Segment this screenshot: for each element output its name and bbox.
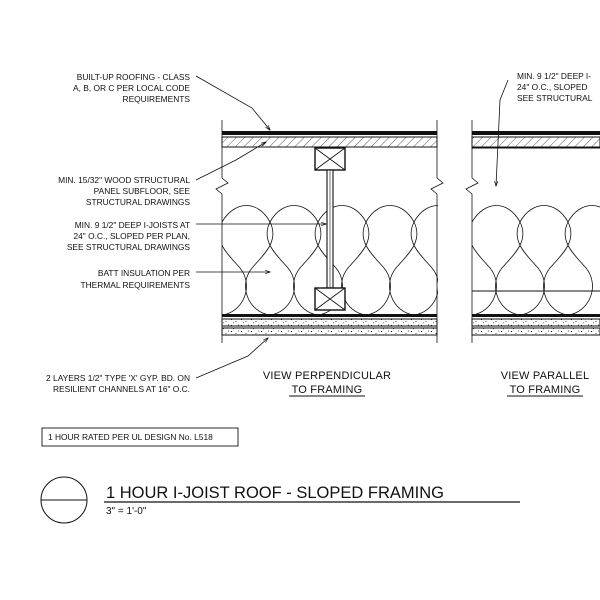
detail-title: 1 HOUR I-JOIST ROOF - SLOPED FRAMING [106, 484, 444, 502]
gypsum-board-layer-2-parallel [471, 327, 600, 336]
note-parallel-joists-line-3: SEE STRUCTURAL [517, 93, 593, 103]
note-gypsum-board: 2 LAYERS 1/2" TYPE 'X' GYP. BD. ON RESIL… [46, 373, 190, 394]
resilient-channel [222, 314, 437, 317]
break-line-parallel [465, 120, 479, 343]
resilient-channel-parallel [472, 314, 600, 317]
title-block: 1 HOUR I-JOIST ROOF - SLOPED FRAMING 3" … [40, 476, 520, 524]
view-perpendicular-line-2: TO FRAMING [292, 384, 363, 396]
subfloor-panel-parallel [471, 136, 600, 148]
note-batt-insulation: BATT INSULATION PER THERMAL REQUIREMENTS [80, 268, 190, 290]
rating-box-text: 1 HOUR RATED PER UL DESIGN No. L518 [48, 432, 213, 442]
section-perpendicular [215, 120, 444, 343]
note-roofing-line-2: A, B, OR C PER LOCAL CODE [73, 83, 190, 93]
view-perpendicular-line-1: VIEW PERPENDICULAR [263, 370, 391, 382]
note-i-joists-parallel: MIN. 9 1/2" DEEP I- 24" O.C., SLOPED SEE… [517, 71, 593, 103]
rating-box: 1 HOUR RATED PER UL DESIGN No. L518 [41, 427, 239, 447]
note-parallel-joists-line-1: MIN. 9 1/2" DEEP I- [517, 71, 591, 81]
gypsum-board-layer-1 [221, 318, 438, 327]
view-parallel-line-2: TO FRAMING [510, 384, 581, 396]
built-up-roofing-layer-parallel [472, 131, 600, 135]
note-joists-line-3: SEE STRUCTURAL DRAWINGS [67, 242, 191, 252]
batt-insulation-parallel [472, 205, 600, 316]
note-built-up-roofing: BUILT-UP ROOFING - CLASS A, B, OR C PER … [73, 72, 190, 104]
batt-insulation [222, 205, 438, 316]
break-line-right [430, 120, 444, 343]
gypsum-board-layer-1-parallel [471, 318, 600, 327]
leader-lines [195, 75, 509, 379]
note-insulation-line-1: BATT INSULATION PER [98, 268, 190, 278]
detail-scale: 3" = 1'-0" [106, 506, 147, 517]
built-up-roofing-layer [222, 131, 437, 135]
note-joists-line-2: 24" O.C., SLOPED PER PLAN, [73, 231, 190, 241]
section-parallel [465, 120, 600, 343]
note-roofing-line-1: BUILT-UP ROOFING - CLASS [77, 72, 191, 82]
subfloor-panel [221, 136, 438, 148]
note-parallel-joists-line-2: 24" O.C., SLOPED [517, 82, 587, 92]
note-roofing-line-3: REQUIREMENTS [123, 94, 191, 104]
note-i-joists: MIN. 9 1/2" DEEP I-JOISTS AT 24" O.C., S… [67, 220, 191, 252]
note-gypsum-line-1: 2 LAYERS 1/2" TYPE 'X' GYP. BD. ON [46, 373, 190, 383]
note-subfloor-line-3: STRUCTURAL DRAWINGS [86, 197, 190, 207]
view-label-parallel: VIEW PARALLEL TO FRAMING [501, 370, 590, 397]
note-subfloor-line-1: MIN. 15/32" WOOD STRUCTURAL [58, 175, 190, 185]
view-label-perpendicular: VIEW PERPENDICULAR TO FRAMING [263, 370, 391, 397]
note-subfloor: MIN. 15/32" WOOD STRUCTURAL PANEL SUBFLO… [58, 175, 190, 207]
note-subfloor-line-2: PANEL SUBFLOOR, SEE [94, 186, 191, 196]
view-parallel-line-1: VIEW PARALLEL [501, 370, 590, 382]
note-joists-line-1: MIN. 9 1/2" DEEP I-JOISTS AT [75, 220, 190, 230]
note-insulation-line-2: THERMAL REQUIREMENTS [80, 280, 190, 290]
i-joist [314, 147, 346, 311]
note-gypsum-line-2: RESILIENT CHANNELS AT 16" O.C. [53, 384, 190, 394]
break-line-left [215, 120, 229, 343]
gypsum-board-layer-2 [221, 327, 438, 336]
